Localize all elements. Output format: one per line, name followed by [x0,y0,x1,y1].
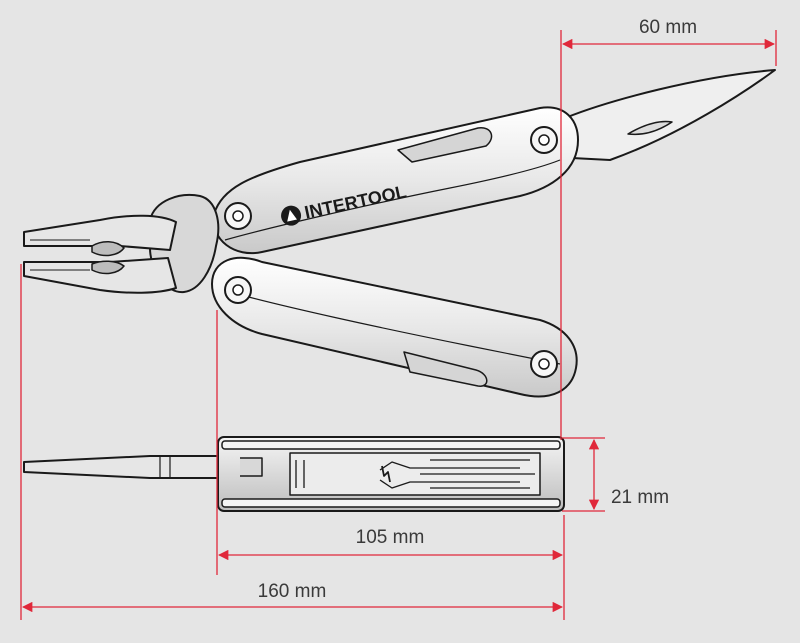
side-view-jaw [23,455,241,479]
tool-side-view [23,436,565,512]
dim-label-open: 160 mm [258,581,327,602]
rivet-lower-back [530,350,558,378]
lower-handle [211,256,578,398]
dim-label-blade: 60 mm [639,17,697,38]
knife-blade [564,69,776,161]
dim-label-closed: 105 mm [356,527,425,548]
upper-handle [212,106,579,255]
dimension-lines [20,30,777,620]
rivet-upper-back [530,126,558,154]
dim-label-thickness: 21 mm [611,487,669,508]
pliers-top-view: INTERTOOL [23,69,776,398]
rivet-lower-front [224,276,252,304]
rivet-upper-front [224,202,252,230]
pliers-jaws [23,214,177,294]
side-view-bits [295,459,535,489]
